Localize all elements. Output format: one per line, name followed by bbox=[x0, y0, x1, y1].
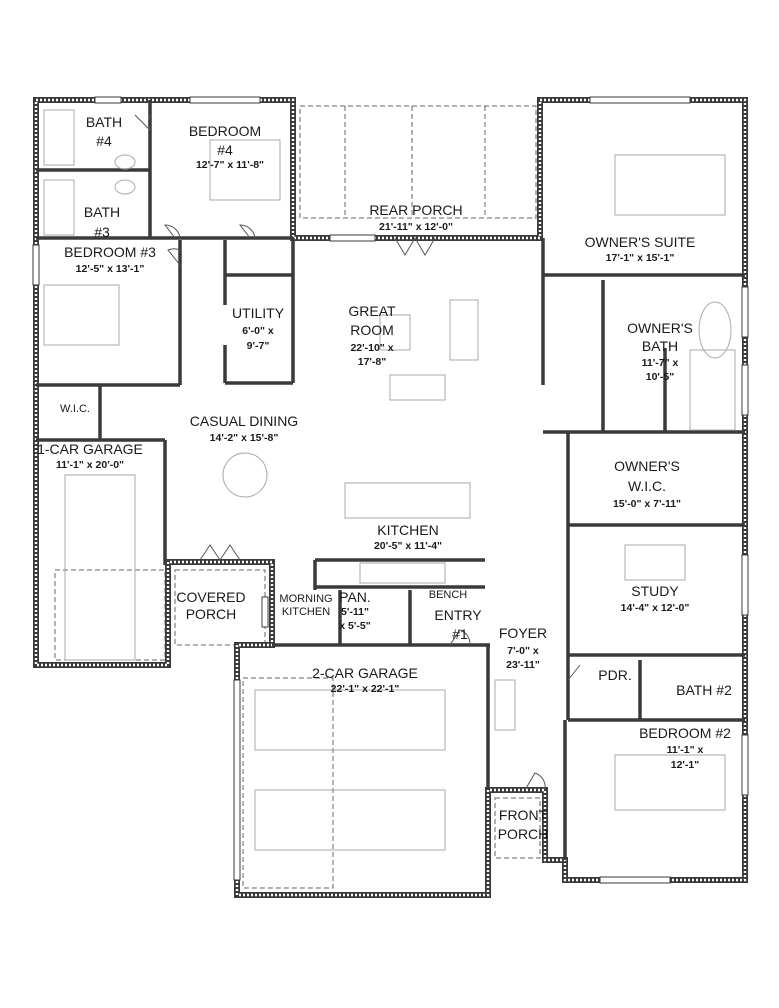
entry-label: ENTRY bbox=[434, 607, 482, 623]
owners-bath-size-2: 10'-5" bbox=[646, 371, 675, 383]
casual-dining-label: CASUAL DINING bbox=[190, 413, 298, 429]
bedroom4-label: BEDROOM bbox=[189, 123, 261, 139]
kitchen-size: 20'-5" x 11'-4" bbox=[374, 540, 442, 552]
casual-dining-size: 14'-2" x 15'-8" bbox=[210, 432, 279, 444]
pantry-size-2: x 5'-5" bbox=[339, 620, 370, 632]
great-room-size-1: 22'-10" x bbox=[350, 342, 393, 354]
owners-bath-label-2: BATH bbox=[642, 338, 678, 354]
utility-label: UTILITY bbox=[232, 305, 285, 321]
owners-wic-size: 15'-0" x 7'-11" bbox=[613, 498, 681, 510]
bedroom2-label: BEDROOM #2 bbox=[639, 725, 731, 741]
foyer-size-1: 7'-0" x bbox=[507, 645, 539, 657]
owners-suite-size: 17'-1" x 15'-1" bbox=[606, 252, 675, 264]
great-room-label-2: ROOM bbox=[350, 322, 394, 338]
bath4-number: #4 bbox=[96, 133, 112, 149]
bath3-number: #3 bbox=[94, 224, 110, 240]
room-labels: BATH #4 BEDROOM #4 12'-7" x 11'-8" BATH … bbox=[37, 114, 732, 842]
bedroom3-label: BEDROOM #3 bbox=[64, 244, 156, 260]
owners-bath-size-1: 11'-7" x bbox=[642, 357, 679, 369]
bedroom2-size-2: 12'-1" bbox=[671, 759, 700, 771]
powder-label: PDR. bbox=[598, 667, 631, 683]
study-label: STUDY bbox=[631, 583, 679, 599]
bedroom4-size: 12'-7" x 11'-8" bbox=[196, 159, 264, 171]
bath2-label: BATH #2 bbox=[676, 682, 732, 698]
front-porch-label-2: PORCH bbox=[498, 826, 549, 842]
wic-label: W.I.C. bbox=[60, 403, 90, 415]
porch-outlines bbox=[54, 105, 541, 889]
owners-bath-label-1: OWNER'S bbox=[627, 320, 693, 336]
interior-walls bbox=[36, 100, 745, 860]
covered-porch-label-2: PORCH bbox=[186, 606, 237, 622]
garage2-size: 22'-1" x 22'-1" bbox=[331, 683, 400, 695]
front-porch-label-1: FRONT bbox=[499, 807, 548, 823]
pantry-size-1: 5'-11" bbox=[341, 606, 369, 618]
garage1-size: 11'-1" x 20'-0" bbox=[56, 459, 124, 471]
garage2-label: 2-CAR GARAGE bbox=[312, 665, 418, 681]
covered-porch-label-1: COVERED bbox=[176, 589, 245, 605]
owners-wic-label-1: OWNER'S bbox=[614, 458, 680, 474]
rear-porch-size: 21'-11" x 12'-0" bbox=[379, 221, 453, 233]
owners-wic-label-2: W.I.C. bbox=[628, 478, 666, 494]
garage1-label: 1-CAR GARAGE bbox=[37, 441, 143, 457]
utility-size-1: 6'-0" x bbox=[242, 325, 274, 337]
bedroom3-size: 12'-5" x 13'-1" bbox=[76, 263, 145, 275]
utility-size-2: 9'-7" bbox=[247, 340, 270, 352]
bath4-label: BATH bbox=[86, 114, 122, 130]
windows bbox=[32, 96, 749, 884]
owners-suite-label: OWNER'S SUITE bbox=[585, 234, 696, 250]
entry-number: #1 bbox=[452, 626, 468, 642]
bench-label: BENCH bbox=[429, 589, 468, 601]
doors bbox=[134, 114, 581, 791]
pantry-label: PAN. bbox=[339, 589, 371, 605]
bath3-label: BATH bbox=[84, 204, 120, 220]
bedroom2-size-1: 11'-1" x bbox=[667, 744, 704, 756]
morning-kitchen-label-1: MORNING bbox=[279, 593, 332, 605]
kitchen-label: KITCHEN bbox=[377, 522, 438, 538]
rear-porch-label: REAR PORCH bbox=[369, 202, 462, 218]
great-room-label-1: GREAT bbox=[348, 303, 396, 319]
study-size: 14'-4" x 12'-0" bbox=[621, 602, 690, 614]
great-room-size-2: 17'-8" bbox=[358, 356, 387, 368]
foyer-size-2: 23'-11" bbox=[506, 659, 540, 671]
morning-kitchen-label-2: KITCHEN bbox=[282, 606, 330, 618]
bedroom4-number: #4 bbox=[217, 142, 233, 158]
furniture bbox=[43, 109, 736, 851]
foyer-label: FOYER bbox=[499, 625, 547, 641]
